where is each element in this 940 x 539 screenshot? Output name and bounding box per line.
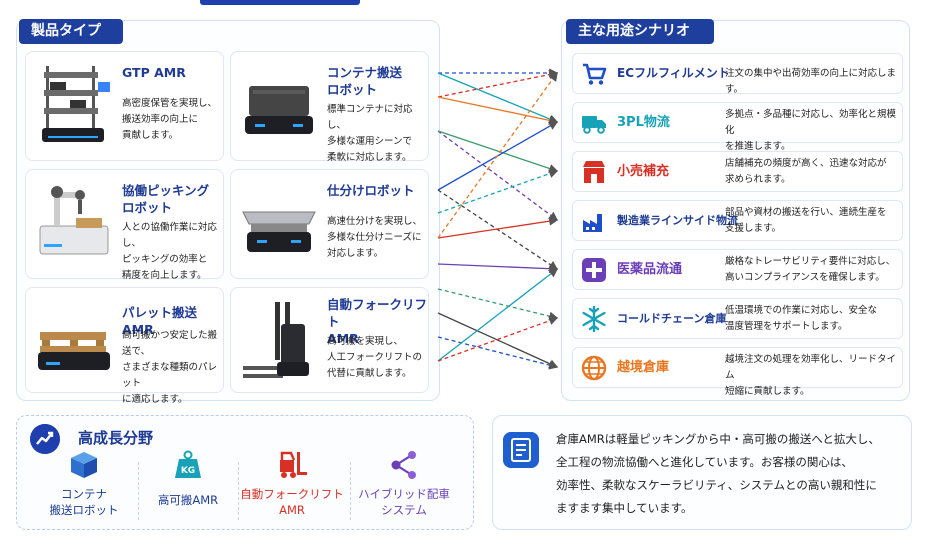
growth-title: 高成長分野: [78, 429, 154, 447]
medical-icon: [582, 258, 606, 282]
product-title: GTP AMR: [122, 65, 186, 80]
summary-text: 倉庫AMRは軽量ピッキングから中・高可搬の搬送へと拡大し、 全工程の物流協働へと…: [556, 432, 880, 515]
product-desc: 高密度保管を実現し、 搬送効率の向上に 貢献します。: [122, 98, 218, 141]
growth-item-container-robot[interactable]: コンテナ 搬送ロボット: [28, 450, 140, 518]
scenario-card-cross-border[interactable]: 越境倉庫 越境注文の処理を効率化し、リードタイム 短縮に貢献します。: [572, 347, 903, 397]
scenario-desc: 厳格なトレーサビリティ要件に対応し、 高いコンプライアンスを確保します。: [725, 256, 896, 283]
document-icon: [503, 432, 539, 468]
connector-arrow: [437, 336, 559, 370]
connector-arrow: [437, 130, 559, 173]
scenario-label: 医薬品流通: [617, 262, 683, 277]
snowflake-icon: [582, 306, 606, 332]
container-robot-image: [245, 86, 313, 134]
scenario-desc: 多拠点・多品種に対応し、効率化と規模化 を推進します。: [725, 109, 897, 152]
globe-icon: [581, 355, 607, 381]
growth-item-hybrid-dispatch[interactable]: ハイブリッド配車 システム: [348, 450, 460, 518]
pallet-amr-image: [38, 332, 110, 370]
connector-arrow: [437, 72, 559, 124]
scenario-desc: 部品や資材の搬送を行い、連続生産を 支援します。: [725, 207, 887, 234]
cart-icon: [583, 63, 607, 85]
gtp-amr-image: [42, 66, 110, 142]
product-card-sorting-robot[interactable]: 仕分けロボット 高速仕分けを実現し、 多様な仕分けニーズに 対応します。: [230, 169, 429, 279]
product-desc: 人との協働作業に対応し、 ピッキングの効率と 精度を向上します。: [122, 222, 217, 281]
product-card-collab-picking[interactable]: 協働ピッキング ロボット 人との協働作業に対応し、 ピッキングの効率と 精度を向…: [25, 169, 224, 281]
connector-arrow: [437, 130, 559, 221]
product-title: 仕分けロボット: [327, 183, 415, 198]
connector-arrow: [437, 268, 559, 362]
growth-divider: [238, 462, 239, 520]
product-title: コンテナ搬送 ロボット: [327, 65, 403, 97]
scenario-label: ECフルフィルメント: [617, 66, 730, 80]
scenario-desc: 越境注文の処理を効率化し、リードタイム 短縮に貢献します。: [725, 354, 897, 397]
growth-label: 高可搬AMR: [157, 493, 219, 507]
forklift-icon: [280, 451, 307, 478]
scenario-label: 小売補充: [617, 164, 670, 179]
growth-divider: [138, 462, 139, 520]
product-title: パレット搬送AMR: [122, 305, 198, 337]
factory-icon: [583, 214, 602, 232]
product-card-pallet-amr[interactable]: パレット搬送AMR 高可搬かつ安定した搬送で、 さまざまな種類のパレット に適応…: [25, 287, 224, 405]
scenario-card-pharma[interactable]: 医薬品流通 厳格なトレーサビリティ要件に対応し、 高いコンプライアンスを確保しま…: [572, 249, 903, 290]
product-desc: 高可搬を実現し、 人工フォークリフトの 代替に貢献します。: [327, 336, 423, 379]
connector-arrow: [437, 71, 558, 239]
product-desc: 高可搬かつ安定した搬送で、 さまざまな種類のパレット に適応します。: [122, 330, 218, 405]
connector-arrow: [437, 316, 559, 362]
product-card-gtp-amr[interactable]: GTP AMR 高密度保管を実現し、 搬送効率の向上に 貢献します。: [25, 51, 224, 161]
scenario-card-manufacturing[interactable]: 製造業ラインサイド物流 部品や資材の搬送を行い、連続生産を 支援します。: [572, 200, 903, 241]
growth-divider: [350, 462, 351, 520]
auto-forklift-image: [243, 302, 309, 378]
scenario-desc: 注文の集中や出荷効率の向上に対応します。: [725, 68, 897, 95]
scenario-label: 越境倉庫: [617, 360, 670, 375]
sorting-robot-image: [242, 211, 316, 252]
connector-arrow: [437, 70, 559, 98]
connector-arrow: [437, 288, 559, 321]
product-desc: 標準コンテナに対応し、 多様な運用シーンで 柔軟に対応します。: [327, 104, 413, 163]
scenario-label: コールドチェーン倉庫: [617, 312, 727, 325]
growth-label: コンテナ 搬送ロボット: [49, 487, 119, 517]
scenario-card-3pl[interactable]: 3PL物流 多拠点・多品種に対応し、効率化と規模化 を推進します。: [572, 102, 903, 152]
scenario-card-ec-fulfillment[interactable]: ECフルフィルメント 注文の集中や出荷効率の向上に対応します。: [572, 53, 903, 95]
kg-label: KG: [181, 466, 195, 476]
top-accent-bar: [200, 0, 360, 5]
scenario-desc: 店舗補充の頻度が高く、迅速な対応が 求められます。: [725, 158, 887, 185]
connector-arrow: [437, 216, 559, 239]
collab-picking-image: [39, 186, 109, 255]
kg-weight-icon: KG: [175, 450, 201, 478]
product-title: 自動フォークリフト AMR: [327, 297, 428, 346]
growth-chart-icon: [30, 424, 60, 454]
product-desc: 高速仕分けを実現し、 多様な仕分けニーズに 対応します。: [327, 216, 423, 259]
connector-arrow: [437, 263, 559, 274]
growth-label: 自動フォークリフト AMR: [240, 487, 344, 517]
connector-arrow: [437, 169, 559, 214]
product-card-auto-forklift[interactable]: 自動フォークリフト AMR 高可搬を実現し、 人工フォークリフトの 代替に貢献し…: [230, 287, 429, 393]
product-types-header: 製品タイプ: [19, 19, 123, 44]
growth-item-heavy-amr[interactable]: KG 高可搬AMR: [132, 450, 244, 508]
scenario-card-retail[interactable]: 小売補充 店舗補充の頻度が高く、迅速な対応が 求められます。: [572, 151, 903, 192]
connector-arrow: [437, 96, 559, 125]
container-robot-icon: [71, 452, 97, 478]
growth-label: ハイブリッド配車 システム: [358, 487, 450, 517]
product-card-container-robot[interactable]: コンテナ搬送 ロボット 標準コンテナに対応し、 多様な運用シーンで 柔軟に対応し…: [230, 51, 429, 163]
store-icon: [583, 161, 605, 183]
scenario-desc: 低温環境での作業に対応し、安全な 温度管理をサポートします。: [725, 305, 878, 332]
scenario-label: 製造業ラインサイド物流: [617, 214, 738, 227]
growth-item-forklift[interactable]: 自動フォークリフト AMR: [236, 450, 348, 518]
scenario-label: 3PL物流: [617, 115, 670, 130]
summary-panel: [492, 415, 912, 530]
network-icon: [391, 451, 416, 479]
product-title: 協働ピッキング ロボット: [122, 183, 210, 215]
scenarios-header: 主な用途シナリオ: [566, 19, 714, 44]
truck-icon: [582, 116, 606, 134]
scenario-card-cold-chain[interactable]: コールドチェーン倉庫 低温環境での作業に対応し、安全な 温度管理をサポートします…: [572, 298, 903, 339]
